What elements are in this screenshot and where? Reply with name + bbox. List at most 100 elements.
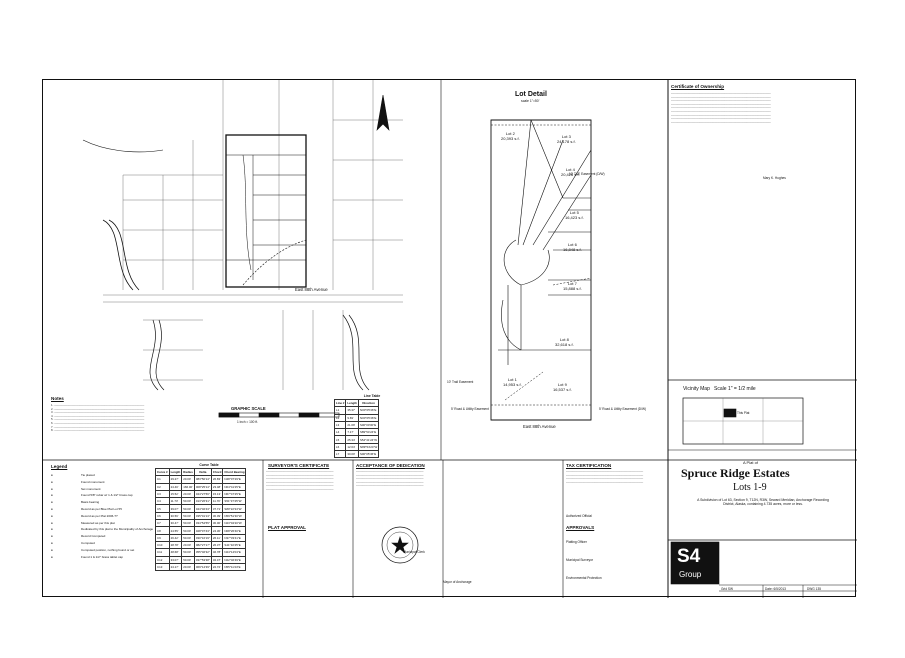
table-cell: C10 [155,540,170,550]
legend-title: Legend [51,464,68,469]
table-cell: L3 [333,420,347,430]
table-cell: S51°37'45"W [222,497,247,506]
table-cell: C4 [155,497,170,506]
table-cell: 24.55' [168,526,183,535]
easement-label-2: 5' Road & Utility Easement [451,407,489,411]
curve-table: Curve # Length Radius Delta Chord Chord … [155,467,247,572]
legend-item: ● Measured as per this plat [51,520,191,527]
owner-name: Mary K. Hughes [763,176,786,180]
graphic-scale-title: GRAPHIC SCALE [231,406,266,411]
table-cell: 9.69' [345,413,359,422]
table-cell: N59°51'30"W [222,511,247,521]
table-cell: 030°16'19" [193,533,212,542]
legend-label: Measured as per this plat [81,520,115,525]
table-cell: 33.07' [168,555,183,564]
table-cell: S54°41'24"W [357,435,380,444]
legend-label: Basis bearing [81,500,100,505]
legend-item: ●Record as per Blue Plat Lot 55 [51,506,191,513]
table-cell: 35.37' [345,406,359,415]
legend-symbol-icon: ● [51,540,53,545]
legend-symbol-icon: ● [51,500,53,505]
table-cell: 30.00' [345,450,359,459]
table-cell: 37.71' [210,504,224,513]
legend-list: ●Tie placed●Found monument●Set monument●… [51,472,191,560]
legend-symbol-icon: ● [51,520,53,525]
table-cell: 30.47' [168,519,183,528]
legend-label: Found 1 & 1/2" brass tablet cap [81,554,123,559]
legend-label: Computed position, nothing found or set [81,547,135,552]
legend-symbol-icon: ● [51,506,53,511]
table-cell: 30.56' [168,511,183,521]
table-cell: 013°26'31" [193,497,212,506]
legend-item: ●Record as per Plat 2006-?? [51,513,191,520]
table-cell: L2 [333,413,347,422]
municipal-surveyor-label: Municipal Surveyor [566,558,594,562]
table-cell: C9 [155,533,170,542]
mayor-label: Mayor of Anchorage [443,580,472,584]
table-cell: 50.00' [181,497,195,506]
legend-label: Record as per Plat 2006-?? [81,513,118,518]
legend-item: ●Record Computed [51,533,191,540]
table-cell: 24.40' [168,482,183,491]
table-cell: 082°27'17" [193,540,212,550]
table-cell: C5 [155,504,170,513]
table-cell: N67°47'25"E [222,489,247,499]
sheet-date: Date: 6/5/2013 [765,587,786,591]
table-cell: C6 [155,511,170,521]
table-cell: C13 [155,562,170,572]
surveyor-body: ––––––––––––––––––––––––––––––––––––––––… [266,470,334,491]
table-cell: 034°54'55" [193,519,212,528]
table-cell: 26.11' [210,533,224,542]
table-cell: 028°07'43" [193,526,212,535]
logo-sub: Group [679,570,702,579]
platting-officer-label: Platting Officer [566,540,587,544]
table-cell: 15.13' [210,489,224,499]
vicinity-site-label: This Plat [737,411,750,415]
table-cell: 30.00' [210,519,224,528]
table-cell: 055°46'32" [193,548,212,557]
table-cell: C7 [155,519,170,528]
easement-label-3: 10' T&E Easement (D/W) [569,172,605,176]
notes-body: 1. –––––––––––––––––––––––––––––––––––––… [51,404,145,433]
table-cell: 50.00' [181,511,195,521]
env-protection-label: Environmental Protection [566,576,602,580]
vicinity-title: Vicinity Map Scale 1" = 1/2 mile [683,386,756,392]
table-cell: 7.17' [345,428,359,437]
table-cell: C2 [155,482,170,491]
legend-symbol-icon: ● [51,486,53,491]
table-cell: 32.47' [210,555,224,564]
approvals-title: APPROVALS [566,525,595,530]
table-cell: 23.48' [210,482,224,491]
dedication-body: ––––––––––––––––––––––––––––––––––––––––… [356,470,424,488]
table-cell: 26.37' [210,540,224,550]
table-cell: N55°11'44"E [222,562,247,572]
legend-item: ● Found 1 & 1/2" brass tablet cap [51,554,191,561]
legend-item: ●Dedicated by this plat to the Municipal… [51,526,191,533]
table-cell: C1 [155,475,170,484]
plat-approval-title: PLAT APPROVAL [268,525,306,530]
legend-symbol-icon: ● [51,554,53,559]
table-cell: 26.83' [210,475,224,484]
table-cell: L4 [333,428,347,437]
legend-symbol-icon: ● [51,493,53,498]
table-cell: S00°00'00"E [357,420,380,430]
easement-label-1: 10' Trail Easement [447,380,474,384]
plat-lots: Lots 1-9 [733,482,767,493]
plat-description: A Subdivision of Lot 63, Section 9, T12N… [697,498,829,507]
table-cell: 166.00' [181,482,195,491]
plat-name: Spruce Ridge Estates [681,466,790,480]
table-cell: 25.34' [345,435,359,444]
table-cell: 50.00' [181,533,195,542]
legend-label: Record Computed [81,534,106,539]
legend-label: Found monument [81,479,105,484]
graphic-scale-sub: 1 inch = 100 ft. [237,420,258,424]
ownership-title: Certificate of Ownership [671,84,725,89]
